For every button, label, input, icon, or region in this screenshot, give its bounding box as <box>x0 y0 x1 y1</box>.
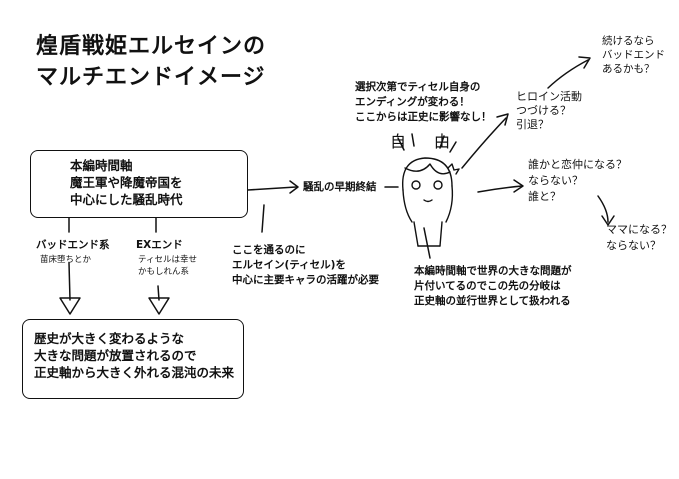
arrow-mama <box>597 195 609 223</box>
choice-note-line: ここからは正史に影響なし！ <box>355 111 492 123</box>
bad-end-label: バッドエンド系 <box>36 239 110 251</box>
middle-note-line: エルセイン(ティセル)を <box>232 259 346 271</box>
branch-heroine-line: つづける？ <box>516 104 571 117</box>
chaos-future-line: 歴史が大きく変わるような <box>34 331 185 346</box>
branch-continue-line: 続けるなら <box>602 35 655 47</box>
branch-love: 誰かと恋仲になる？ ならない？ 誰と？ <box>528 157 627 205</box>
main-timeline-line: 中心にした騒乱時代 <box>70 192 183 207</box>
chaos-future-text: 歴史が大きく変わるような 大きな問題が放置されるので 正史軸から大きく外れる混沌… <box>34 330 234 381</box>
ex-end-sub-line: かもしれん系 <box>138 267 190 277</box>
chaos-future-line: 正史軸から大きく外れる混沌の未来 <box>34 365 235 380</box>
arrow-heroine <box>461 117 507 169</box>
choice-note-line: エンディングが変わる！ <box>355 96 470 108</box>
main-timeline-line: 本編時間軸 <box>70 158 133 173</box>
branch-love-line: ならない？ <box>528 174 583 187</box>
branch-heroine-line: ヒロイン活動 <box>516 90 582 103</box>
page-title-line2: マルチエンドイメージ <box>36 65 266 90</box>
bad-end-sub: 苗床堕ちとか <box>40 255 92 265</box>
chaos-future-line: 大きな問題が放置されるので <box>34 348 197 363</box>
branch-continue-line: バッドエンド <box>602 49 665 61</box>
branch-mama: ママになる？ ならない？ <box>606 222 672 254</box>
middle-note-tick <box>261 204 265 233</box>
main-timeline-line: 魔王軍や降魔帝国を <box>70 175 183 190</box>
branch-heroine-line: 引退？ <box>516 118 549 131</box>
early-end-label: 騒乱の早期終結 <box>303 181 377 193</box>
arrow-main-to-early-end <box>247 186 297 191</box>
middle-note-line: ここを通るのに <box>232 244 306 256</box>
chibi-character-figure <box>401 157 460 247</box>
ex-end-sub: ティセルは幸せ かもしれん系 <box>138 254 197 278</box>
branch-mama-line: ならない？ <box>606 239 661 252</box>
choice-note: 選択次第でティセル自身の エンディングが変わる！ ここからは正史に影響なし！ <box>355 80 492 125</box>
parallel-note-line: 片付いてるのでこの先の分岐は <box>414 280 561 292</box>
main-timeline-text: 本編時間軸 魔王軍や降魔帝国を 中心にした騒乱時代 <box>70 157 183 208</box>
choice-note-line: 選択次第でティセル自身の <box>355 81 481 93</box>
freedom-char-1: 自 <box>390 132 407 151</box>
middle-note: ここを通るのに エルセイン(ティセル)を 中心に主要キャラの活躍が必要 <box>232 243 379 288</box>
branch-love-line: 誰と？ <box>528 190 561 203</box>
ex-end-label: EXエンド <box>136 239 183 251</box>
branch-continue: 続けるなら バッドエンド あるかも？ <box>602 34 665 76</box>
parallel-note-line: 本編時間軸で世界の大きな問題が <box>414 265 572 277</box>
page-title-line1: 煌盾戦姫エルセインの <box>36 34 267 59</box>
arrow-love <box>477 185 523 193</box>
freedom-char-2: 由 <box>434 132 451 151</box>
arrow-continue <box>547 59 589 89</box>
branch-mama-line: ママになる？ <box>606 223 672 236</box>
middle-note-line: 中心に主要キャラの活躍が必要 <box>232 274 379 286</box>
ex-end-sub-line: ティセルは幸せ <box>138 255 197 265</box>
branch-heroine: ヒロイン活動 つづける？ 引退？ <box>516 90 582 132</box>
main-timeline-box <box>30 150 248 218</box>
parallel-note-line: 正史軸の並行世界として扱われる <box>414 295 571 307</box>
chaos-future-box <box>22 319 244 399</box>
branch-love-line: 誰かと恋仲になる？ <box>528 158 627 171</box>
parallel-note: 本編時間軸で世界の大きな問題が 片付いてるのでこの先の分岐は 正史軸の並行世界と… <box>414 264 572 309</box>
parallel-note-tick <box>423 227 431 259</box>
branch-continue-line: あるかも？ <box>602 63 655 75</box>
